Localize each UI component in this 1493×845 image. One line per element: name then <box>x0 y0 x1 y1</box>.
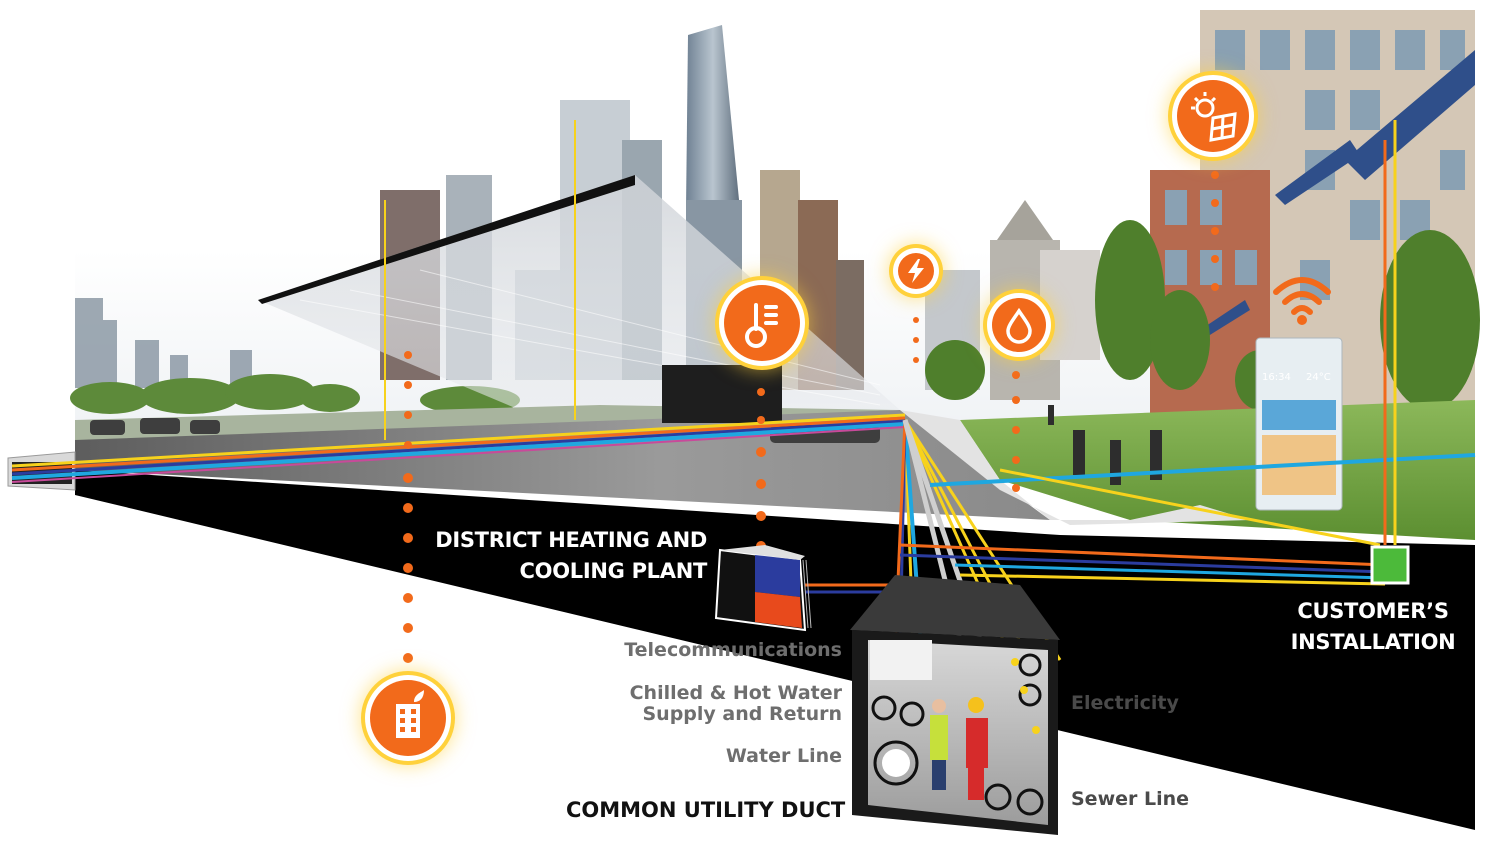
duct-label: COMMON UTILITY DUCT <box>566 798 846 822</box>
right-trees <box>925 220 1480 410</box>
chilled-hot-line2: Supply and Return <box>642 703 842 725</box>
wifi-icon <box>1270 272 1334 326</box>
sewer-label: Sewer Line <box>1071 788 1190 810</box>
chilled-hot-line1: Chilled & Hot Water <box>629 682 842 704</box>
thermometer-icon <box>724 285 800 361</box>
customer-label: CUSTOMER’S INSTALLATION <box>1275 596 1471 658</box>
plant-label: DISTRICT HEATING AND COOLING PLANT <box>430 525 707 587</box>
kiosk-time: 16:34 <box>1262 372 1291 383</box>
lightning-icon <box>898 253 934 289</box>
electricity-label: Electricity <box>1071 692 1179 714</box>
plant-label-line1: DISTRICT HEATING AND <box>435 528 707 552</box>
solar-panel-icon <box>1177 80 1249 152</box>
water-line-label: Water Line <box>725 745 842 767</box>
chilled-hot-label: Chilled & Hot Water Supply and Return <box>600 683 842 725</box>
plant-label-line2: COOLING PLANT <box>519 559 708 583</box>
ground-section <box>75 470 1475 830</box>
water-drop-icon <box>992 298 1046 352</box>
plant-box <box>714 545 812 632</box>
dotted-links <box>403 171 1219 663</box>
kiosk <box>1255 337 1343 511</box>
customer-label-line1: CUSTOMER’S <box>1297 599 1449 623</box>
green-building-icon <box>370 680 446 756</box>
customer-label-line2: INSTALLATION <box>1290 630 1456 654</box>
kiosk-temp: 24°C <box>1306 372 1331 383</box>
customer-box <box>1370 545 1410 585</box>
common-utility-duct <box>850 575 1060 835</box>
telecom-label: Telecommunications <box>624 639 842 661</box>
